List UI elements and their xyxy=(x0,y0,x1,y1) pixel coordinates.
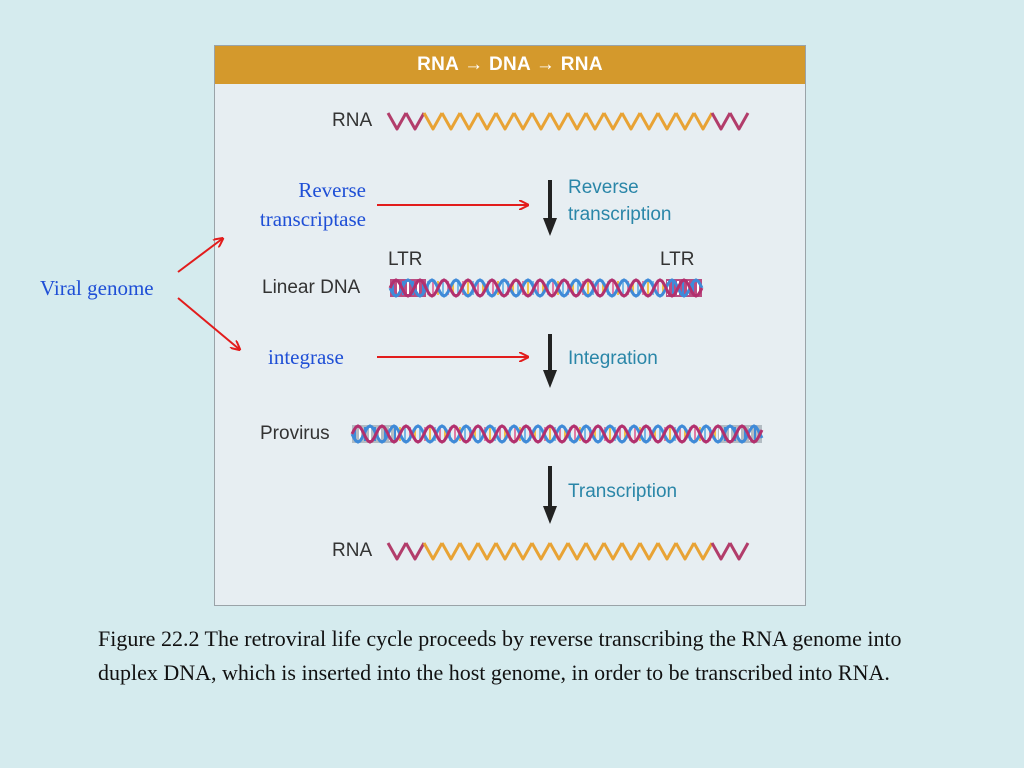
reverse-transcriptase-note: Reverse transcriptase xyxy=(236,176,366,234)
viral-genome-note: Viral genome xyxy=(40,276,154,300)
step-reverse-transcription-line2: transcription xyxy=(568,204,672,225)
red-arrow-icon xyxy=(177,239,222,273)
diagram-panel: RNA → DNA → RNA xyxy=(214,45,806,606)
rna-bottom-strand xyxy=(386,542,750,561)
rna-top-strand xyxy=(386,112,750,131)
linear-dna-helix xyxy=(388,278,704,298)
down-arrow-icon xyxy=(543,334,557,388)
step-reverse-transcription: Reverse transcription xyxy=(568,174,672,228)
panel-title: RNA → DNA → RNA xyxy=(215,46,805,84)
down-arrow-icon xyxy=(543,180,557,236)
down-arrow-icon xyxy=(543,466,557,524)
step-transcription: Transcription xyxy=(568,481,678,502)
reverse-transcriptase-line2: transcriptase xyxy=(259,207,366,231)
provirus-label: Provirus xyxy=(260,423,330,444)
figure-caption: Figure 22.2 The retroviral life cycle pr… xyxy=(98,626,902,685)
rna-top-label: RNA xyxy=(332,110,373,131)
provirus-helix xyxy=(350,424,764,444)
rna-bottom-label: RNA xyxy=(332,540,373,561)
step-reverse-transcription-line1: Reverse xyxy=(568,177,639,198)
ltr-left-label: LTR xyxy=(388,249,423,270)
integrase-note: integrase xyxy=(268,345,344,369)
step-integration: Integration xyxy=(568,348,658,369)
ltr-right-label: LTR xyxy=(660,249,695,270)
linear-dna-label: Linear DNA xyxy=(262,277,361,298)
reverse-transcriptase-line1: Reverse xyxy=(298,178,366,202)
red-arrow-icon xyxy=(177,297,239,349)
